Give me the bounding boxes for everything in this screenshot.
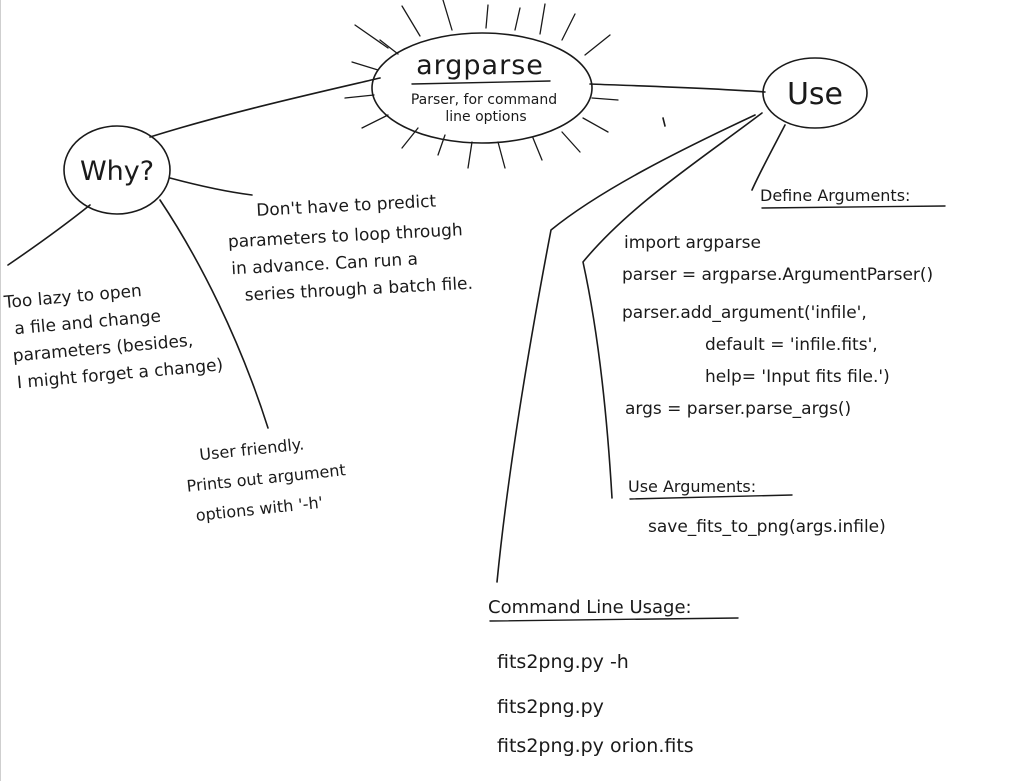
use-arguments-code: save_fits_to_png(args.infile) [648,517,886,537]
define-arguments-section: Define Arguments: import argparse parser… [622,186,946,419]
command-line-heading: Command Line Usage: [488,597,692,618]
branch-use-to-define [751,124,786,191]
branch-central-to-why [149,77,381,138]
central-bubble [371,32,593,144]
why-label: Why? [80,156,154,187]
define-arguments-heading: Define Arguments: [760,186,910,205]
define-code-line5: help= 'Input fits file.') [705,367,890,387]
page-left-edge [0,0,1,781]
why-reason-predict: Don't have to predict parameters to loop… [227,191,473,306]
central-title: argparse [416,50,544,81]
reason3-line2: Prints out argument [186,460,347,496]
use-arguments-heading: Use Arguments: [628,477,756,496]
reason2-line3: in advance. Can run a [231,250,419,280]
reason3-line1: User friendly. [198,434,304,464]
command-line-underline [489,617,739,622]
command-line-2: fits2png.py [497,696,604,718]
use-arguments-underline [629,494,793,500]
reason3-line3: options with '-h' [195,493,324,525]
why-bubble [63,125,171,215]
define-code-line4: default = 'infile.fits', [705,335,878,355]
why-reason-lazy: Too lazy to open a file and change param… [2,281,224,393]
why-reason-friendly: User friendly. Prints out argument optio… [186,434,347,525]
reason2-line4: series through a batch file. [244,274,473,306]
define-code-line3: parser.add_argument('infile', [622,303,867,323]
why-node: Why? [63,125,171,215]
command-line-1: fits2png.py -h [497,651,629,673]
reason2-line2: parameters to loop through [227,220,463,252]
use-node: Use [762,57,868,129]
branch-why-to-reason3 [159,199,269,429]
command-line-section: Command Line Usage: fits2png.py -h fits2… [488,597,739,757]
reason1-line1: Too lazy to open [2,281,142,313]
pen-mark [662,117,666,127]
define-code-line1: import argparse [624,233,761,253]
sun-rays [344,0,619,169]
branch-use-to-use-args [582,112,763,499]
define-arguments-underline [761,205,946,209]
reason1-line2: a file and change [14,306,162,339]
central-title-underline [411,80,551,85]
branch-why-to-reason1 [7,204,91,266]
define-code-line6: args = parser.parse_args() [625,399,851,419]
reason2-line1: Don't have to predict [256,191,437,220]
define-code-line2: parser = argparse.ArgumentParser() [622,265,933,285]
central-node: argparse Parser, for command line option… [344,0,619,169]
use-arguments-section: Use Arguments: save_fits_to_png(args.inf… [628,477,886,537]
central-subtitle-line2: line options [445,109,526,125]
central-subtitle-line1: Parser, for command [411,92,557,108]
use-bubble [762,57,868,129]
branch-why-to-reason2 [169,177,253,196]
use-label: Use [787,77,843,112]
command-line-3: fits2png.py orion.fits [497,735,694,757]
branch-central-to-use [589,83,766,93]
branch-use-to-command-line [496,114,756,583]
